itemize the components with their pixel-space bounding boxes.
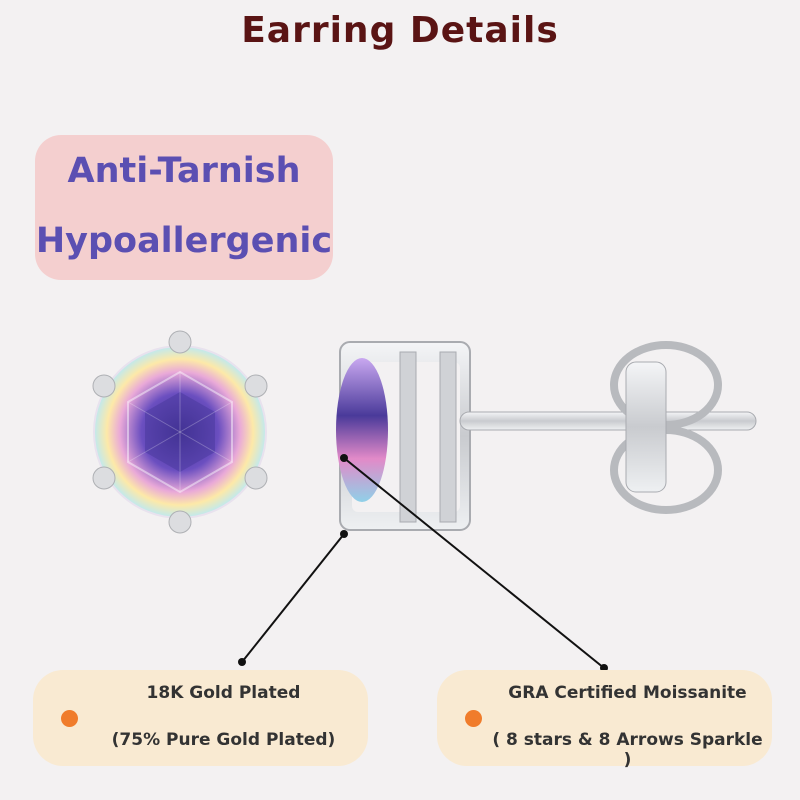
gold-plated-note: (75% Pure Gold Plated) — [111, 730, 336, 750]
gold-plated-callout: 18K Gold Plated (75% Pure Gold Plated) — [33, 670, 368, 766]
feature-anti-tarnish: Anti-Tarnish — [67, 151, 301, 191]
bullet-dot-icon — [61, 710, 78, 727]
feature-badge: Anti-Tarnish Hypoallergenic — [35, 135, 333, 280]
bullet-dot-icon — [465, 710, 482, 727]
stud-side-view-icon — [336, 341, 757, 531]
earring-back-icon — [610, 341, 722, 514]
feature-hypoallergenic: Hypoallergenic — [35, 221, 333, 261]
moissanite-callout: GRA Certified Moissanite ( 8 stars & 8 A… — [437, 670, 772, 770]
gold-plated-label: 18K Gold Plated — [146, 683, 301, 703]
moissanite-label: GRA Certified Moissanite — [508, 683, 747, 703]
moissanite-note: ( 8 stars & 8 Arrows Sparkle ) — [492, 730, 763, 770]
page-title: Earring Details — [241, 10, 559, 51]
gem-top-view-icon — [92, 330, 268, 534]
